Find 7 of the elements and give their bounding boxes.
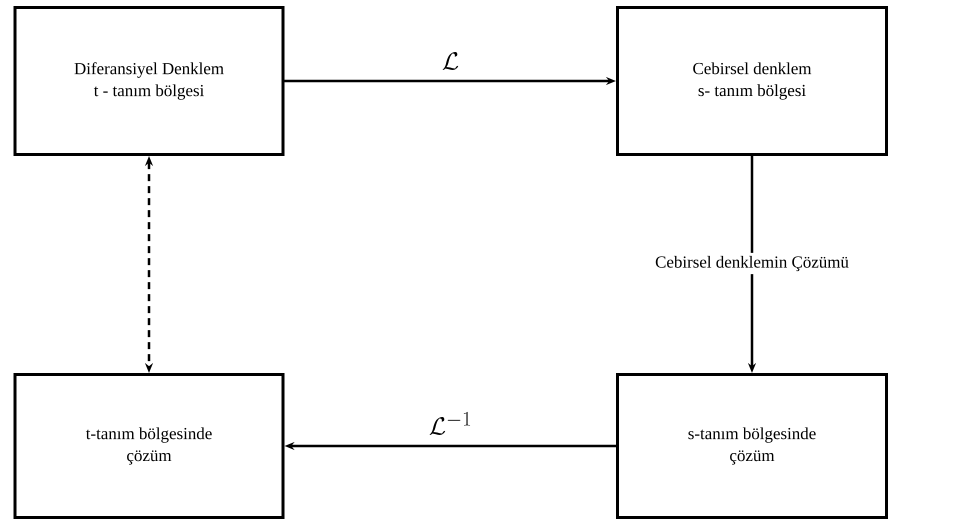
process-box: Cebirsel denklem s- tanım bölgesi bbox=[616, 6, 888, 156]
edge-label: $\mathcal{L}^{-1}$ bbox=[430, 412, 470, 436]
process-box: Diferansiyel Denklem t - tanım bölgesi bbox=[14, 6, 284, 156]
process-box: s-tanım bölgesinde çözüm bbox=[616, 373, 888, 519]
edge-label: Cebirsel denklemin Çözümü bbox=[652, 252, 852, 274]
edge-label: $\mathcal{L}$ bbox=[442, 52, 458, 70]
process-box: t-tanım bölgesinde çözüm bbox=[14, 373, 284, 519]
